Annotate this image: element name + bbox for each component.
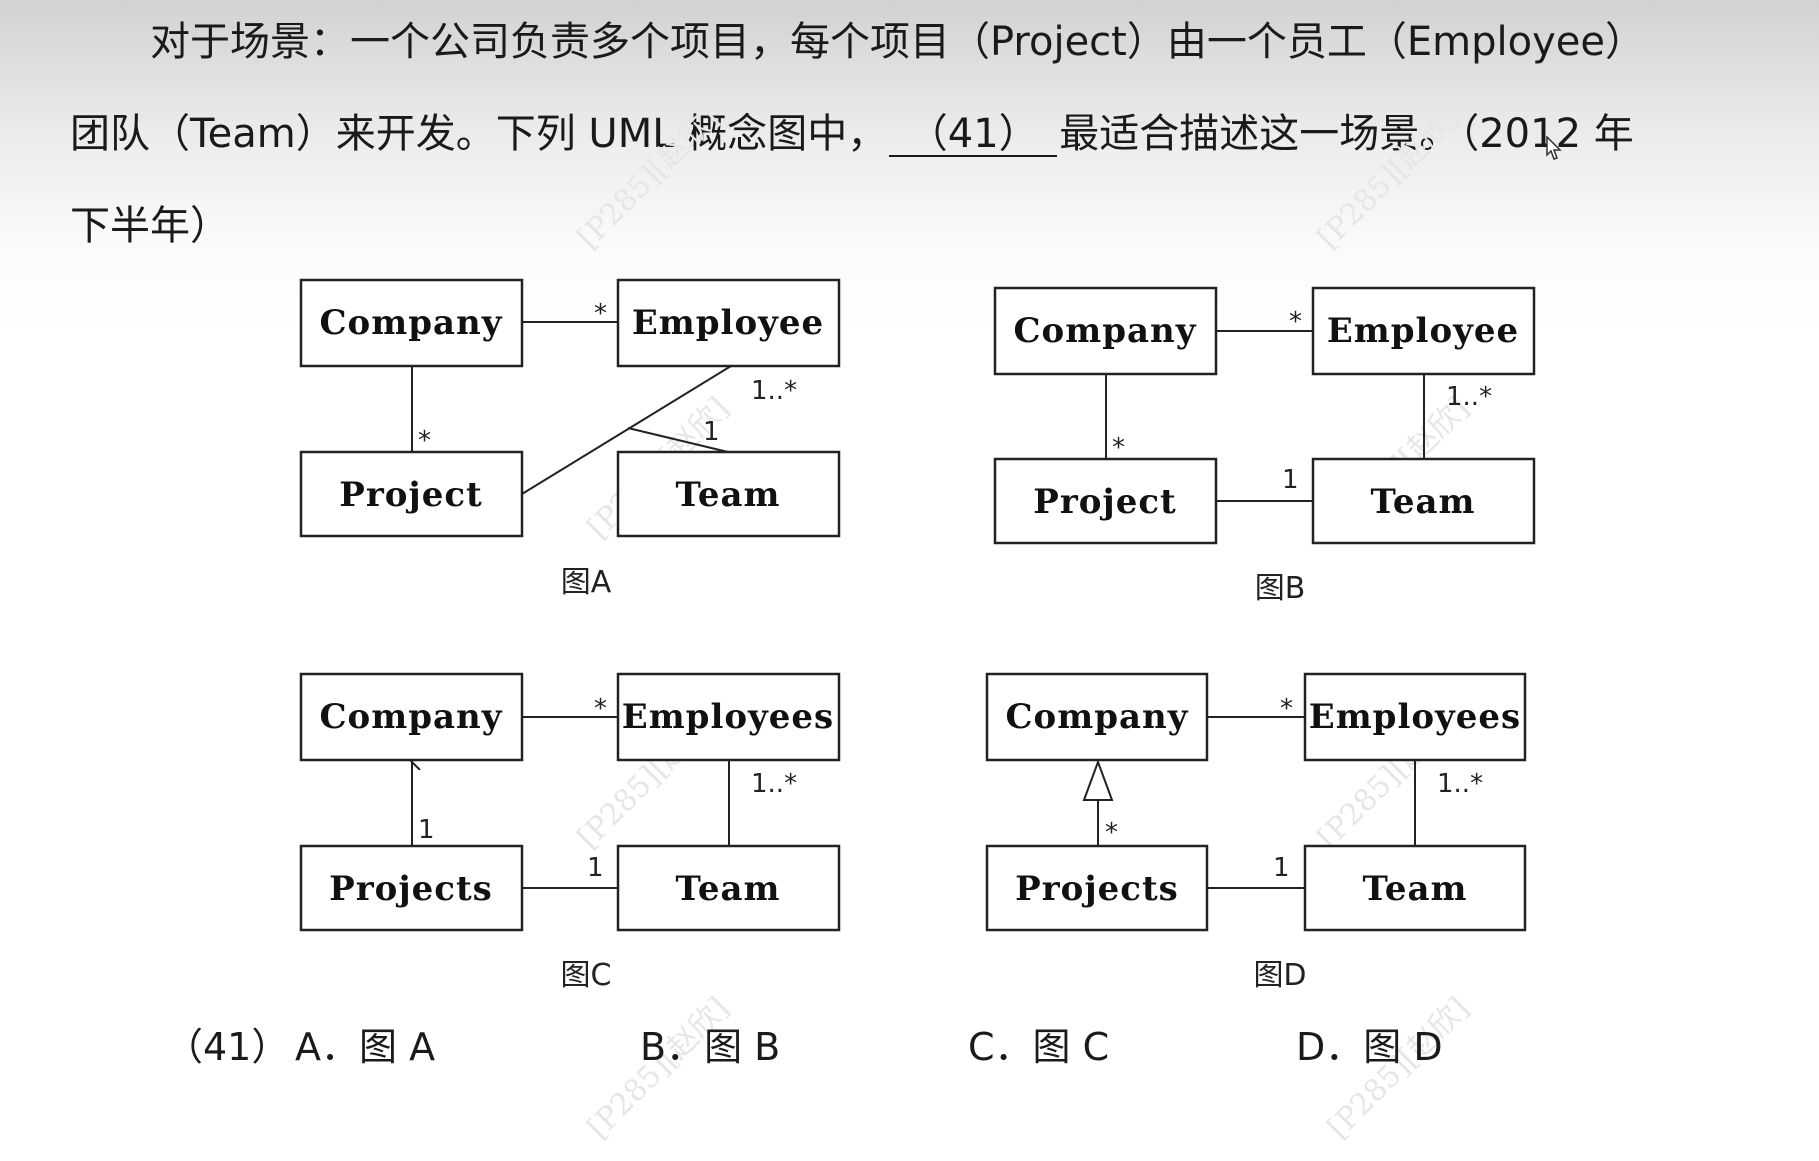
project-box [993, 457, 1218, 545]
multiplicity-label: * [1112, 433, 1125, 463]
diagram-a: Company Employee Project Team * * 1..* 1… [299, 278, 841, 600]
question-number: （41） [165, 1025, 290, 1069]
diagram-caption: 图A [561, 565, 612, 600]
question-line-3: 下半年） [70, 203, 230, 249]
answer-blank: （41） [889, 113, 1058, 157]
team-label: Team [675, 475, 780, 515]
team-box [616, 450, 841, 538]
project-box [299, 450, 524, 538]
option-d: D．图 D [1296, 1025, 1443, 1069]
employees-box [1303, 672, 1527, 762]
project-label: Project [1033, 482, 1177, 522]
diagram-b: Company Employee Project Team * * 1..* 1… [993, 286, 1536, 606]
projects-label: Projects [329, 869, 493, 909]
project-label: Project [339, 475, 483, 515]
team-box [1311, 457, 1536, 545]
diagram-d: Company Employees Projects Team * * 1..*… [985, 672, 1527, 993]
edge-to-team [627, 427, 729, 453]
generalization-triangle [1082, 759, 1114, 801]
multiplicity-label: 1 [703, 417, 720, 447]
question-line-2: 团队（Team）来开发。下列 UML 概念图中，（41）最适合描述这一场景。（2… [70, 110, 1634, 158]
employee-label: Employee [1327, 311, 1519, 351]
watermarks: [P285][赵欣] [P285][赵欣] [P285][赵欣] [P285][… [571, 101, 1476, 1146]
employee-box [616, 278, 841, 368]
company-box [299, 278, 524, 368]
multiplicity-label: * [1289, 307, 1302, 337]
diagram-caption: 图B [1255, 571, 1306, 606]
projects-box [985, 844, 1209, 932]
employee-box [1311, 286, 1536, 376]
employees-label: Employees [622, 697, 834, 737]
multiplicity-label: 1..* [1446, 382, 1492, 412]
diagram-c: Company Employees Projects Team * 1 1..*… [299, 672, 841, 993]
employees-label: Employees [1309, 697, 1521, 737]
company-label: Company [320, 697, 503, 737]
question-line-1: 对于场景：一个公司负责多个项目，每个项目（Project）由一个员工（Emplo… [150, 19, 1645, 65]
projects-label: Projects [1015, 869, 1179, 909]
multiplicity-label: * [594, 299, 607, 329]
multiplicity-label: 1..* [1437, 769, 1483, 799]
option-a: A．图 A [295, 1025, 436, 1069]
team-label: Team [675, 869, 780, 909]
question-text-before-blank: 团队（Team）来开发。下列 UML 概念图中， [70, 111, 888, 157]
watermark: [P285][赵欣] [1311, 101, 1466, 256]
multiplicity-label: 1..* [751, 376, 797, 406]
multiplicity-label: * [1105, 818, 1118, 848]
company-box [993, 286, 1218, 376]
multiplicity-label: 1 [1273, 853, 1290, 883]
team-label: Team [1370, 482, 1475, 522]
multiplicity-label: 1 [587, 853, 604, 883]
edge-project-employee [521, 365, 732, 495]
company-label: Company [320, 303, 503, 343]
employees-box [616, 672, 841, 762]
multiplicity-label: 1 [1282, 465, 1299, 495]
company-label: Company [1006, 697, 1189, 737]
projects-box [299, 844, 524, 932]
team-box [616, 844, 841, 932]
team-label: Team [1362, 869, 1467, 909]
diagram-caption: 图D [1253, 958, 1306, 993]
multiplicity-label: * [418, 426, 431, 456]
company-box [299, 672, 524, 762]
question-text-after-blank: 最适合描述这一场景。（2012 年 [1059, 111, 1634, 157]
company-label: Company [1014, 311, 1197, 351]
diagram-caption: 图C [561, 958, 612, 993]
multiplicity-label: 1 [418, 815, 435, 845]
option-c: C．图 C [968, 1025, 1110, 1069]
company-box [985, 672, 1209, 762]
employee-label: Employee [632, 303, 824, 343]
multiplicity-label: * [594, 694, 607, 724]
team-box [1303, 844, 1527, 932]
multiplicity-label: * [1280, 694, 1293, 724]
multiplicity-label: 1..* [751, 769, 797, 799]
mouse-cursor-icon [1546, 136, 1562, 160]
option-b: B．图 B [640, 1025, 781, 1069]
watermark: [P285][赵欣] [571, 101, 726, 256]
